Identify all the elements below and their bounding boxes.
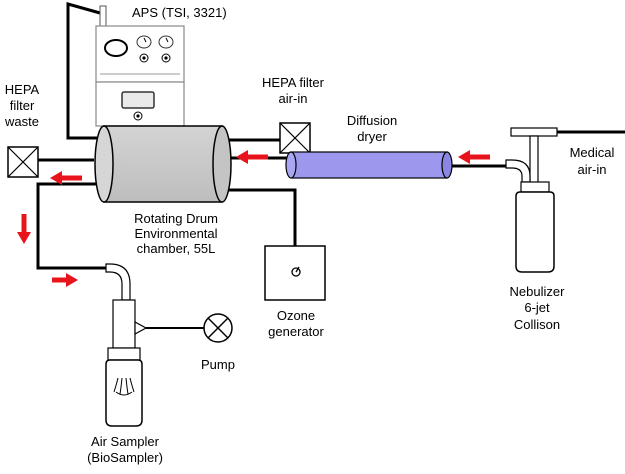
hepa-waste-label-line3: waste	[4, 114, 39, 129]
aps-gauge-2	[158, 35, 174, 49]
aps-instrument	[95, 5, 185, 127]
flow-arrow-left-1	[236, 150, 268, 164]
ozone-label-line1: Ozone	[277, 308, 315, 323]
medical-label-line1: Medical	[570, 145, 615, 160]
pump-label: Pump	[201, 357, 235, 372]
aps-gauge-1	[136, 35, 152, 49]
nebulizer-label-line1: Nebulizer	[510, 284, 566, 299]
diffusion-dryer	[285, 151, 453, 179]
air-sampler-biosampler	[105, 263, 148, 427]
dryer-label-line2: dryer	[357, 129, 387, 144]
sampler-label-line2: (BioSampler)	[87, 450, 163, 465]
flow-arrow-right	[52, 273, 78, 287]
ozone-label-line2: generator	[268, 324, 324, 339]
drum-label-line1: Rotating Drum	[134, 211, 218, 226]
flow-arrow-left-3	[50, 171, 82, 185]
sampler-line	[36, 182, 106, 270]
aps-inlet-nozzle	[99, 5, 107, 27]
aps-display	[121, 91, 155, 109]
hepa-filter-waste	[7, 146, 39, 178]
aps-dial-large	[104, 39, 128, 57]
nebulizer-collison	[505, 127, 558, 273]
dryer-label-line1: Diffusion	[347, 113, 397, 128]
flow-arrow-left-2	[458, 150, 490, 164]
flow-arrows	[17, 150, 490, 287]
hepa-waste-label-line2: filter	[10, 98, 35, 113]
aps-sample-line	[66, 2, 104, 140]
hepa-in-label-line1: HEPA filter	[262, 75, 325, 90]
rotating-drum-chamber	[94, 125, 232, 203]
medical-label-line2: air-in	[578, 162, 607, 177]
sampler-nozzles	[113, 377, 135, 396]
pump	[203, 313, 233, 343]
hepa-filter-air-in	[279, 122, 311, 154]
drum-label-line3: chamber, 55L	[137, 241, 216, 256]
drum-label-line2: Environmental	[134, 226, 217, 241]
sampler-label-line1: Air Sampler	[91, 434, 160, 449]
flow-arrow-down	[17, 214, 31, 244]
hepa-in-label-line2: air-in	[279, 91, 308, 106]
nebulizer-label-line3: Collison	[514, 317, 560, 332]
nebulizer-label-line2: 6-jet	[524, 300, 550, 315]
hepa-waste-label-line1: HEPA	[5, 82, 40, 97]
ozone-line	[222, 188, 297, 246]
ozone-generator	[264, 245, 326, 301]
aps-label: APS (TSI, 3321)	[132, 5, 227, 20]
